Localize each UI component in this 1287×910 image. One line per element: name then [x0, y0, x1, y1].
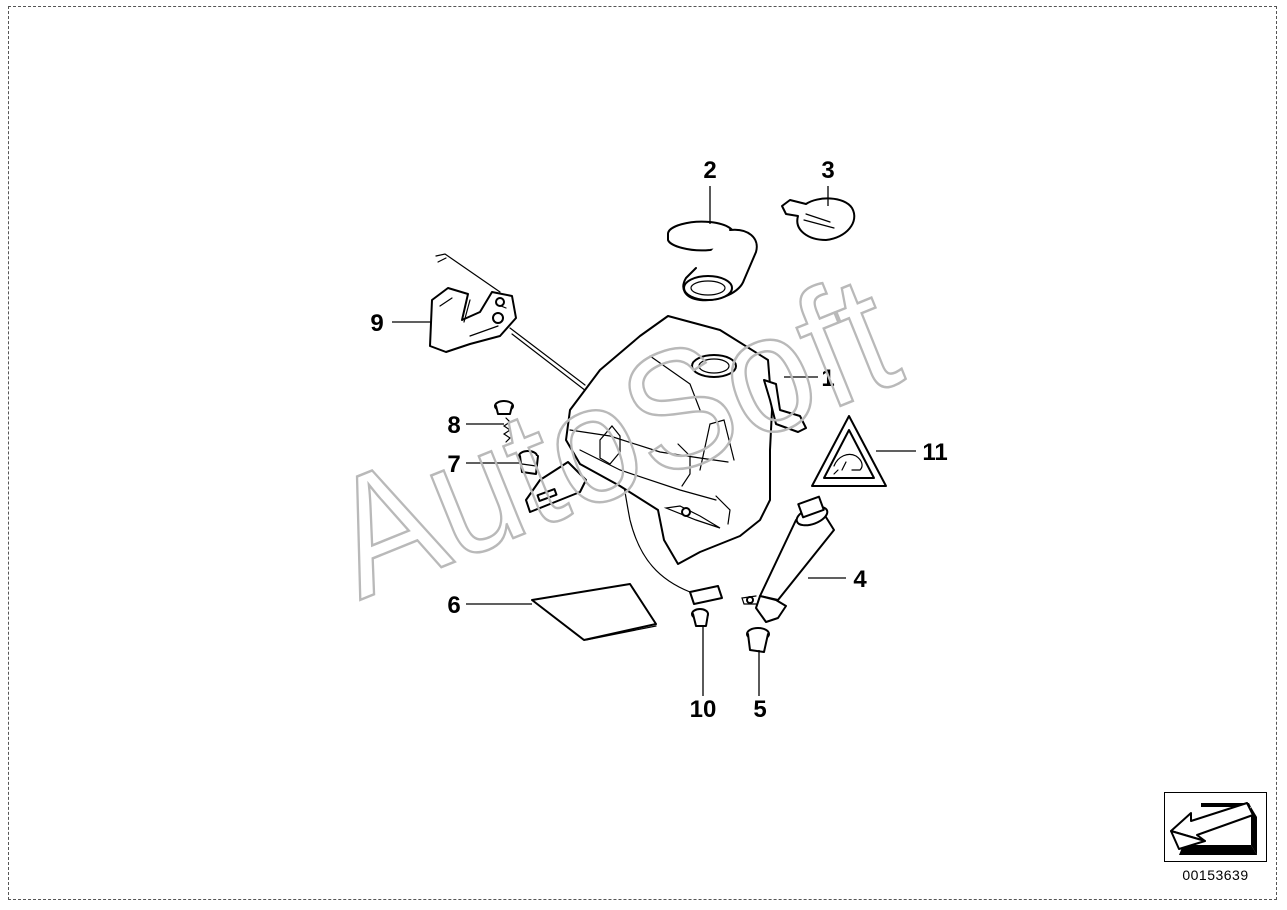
leader-lines: [392, 186, 916, 696]
watermark-text: AutoSoft: [303, 238, 920, 633]
callout-labels: 1 2 3 4 5 6 7 8 9 10 11: [370, 157, 947, 723]
part-9-bracket[interactable]: [429, 287, 517, 353]
part-7-grommet[interactable]: [518, 450, 539, 475]
arrow-back-icon: [1170, 802, 1257, 855]
part-5-grommet[interactable]: [746, 627, 770, 653]
part-3-cap-label[interactable]: [781, 197, 856, 241]
callout-5: 5: [753, 696, 766, 723]
part-8-screw[interactable]: [494, 400, 514, 443]
part-6-pad[interactable]: [531, 583, 657, 641]
diagram-frame: [8, 6, 1277, 900]
part-4-pump[interactable]: [741, 495, 835, 623]
part-10-connector[interactable]: [689, 585, 723, 627]
callout-11: 11: [922, 439, 947, 466]
callout-8: 8: [447, 412, 460, 439]
callout-10: 10: [690, 696, 717, 723]
part-2-cap[interactable]: [667, 220, 758, 302]
nav-arrow-button[interactable]: [1164, 792, 1267, 862]
callout-7: 7: [447, 451, 460, 478]
diagram-number: 00153639: [1182, 867, 1249, 883]
part-11-warning-label[interactable]: [811, 415, 887, 487]
part-1-reservoir[interactable]: [525, 315, 807, 565]
callout-4: 4: [853, 566, 867, 593]
callout-1: 1: [821, 365, 834, 392]
callout-3: 3: [821, 157, 834, 184]
callout-9: 9: [370, 310, 383, 337]
callout-6: 6: [447, 592, 460, 619]
callout-2: 2: [703, 157, 716, 184]
